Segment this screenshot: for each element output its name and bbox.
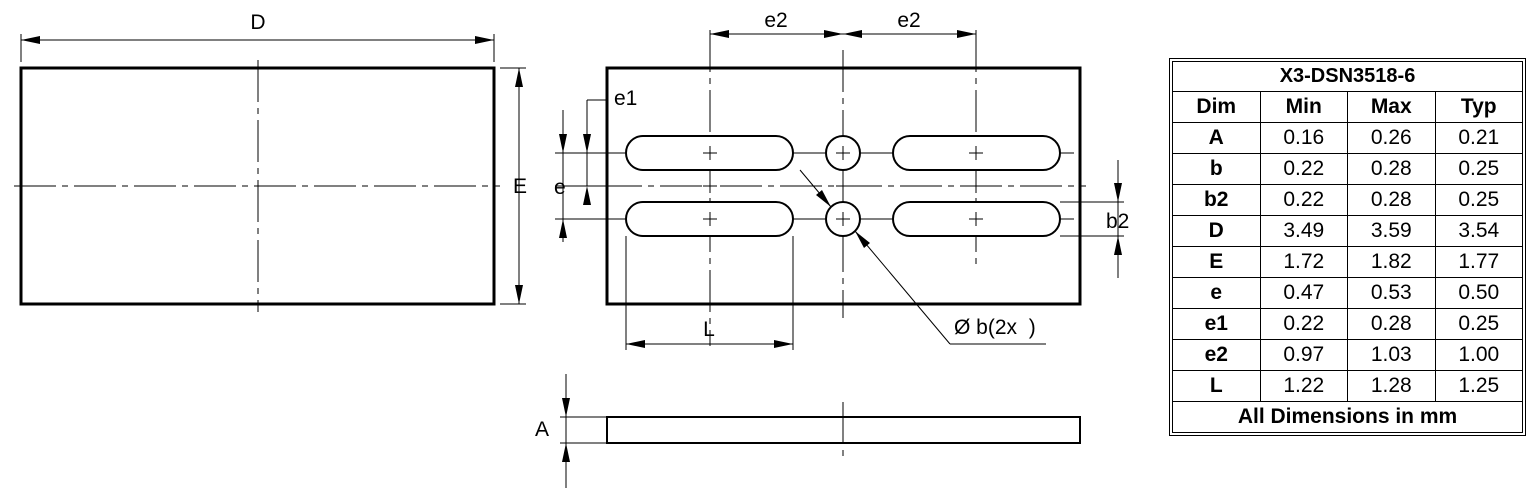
dim-name: e1	[1172, 307, 1261, 340]
dim-min: 0.22	[1259, 152, 1348, 185]
label-L: L	[703, 318, 715, 341]
label-E: E	[513, 175, 527, 198]
dim-min: 3.49	[1259, 214, 1348, 247]
dim-max: 0.28	[1347, 183, 1436, 216]
dim-name: D	[1172, 214, 1261, 247]
table-row: e2 0.97 1.03 1.00	[1172, 338, 1523, 371]
header-min: Min	[1259, 90, 1348, 123]
table-row: b 0.22 0.28 0.25	[1172, 152, 1523, 185]
label-D: D	[250, 11, 265, 34]
table-row: D 3.49 3.59 3.54	[1172, 214, 1523, 247]
dim-min: 0.22	[1259, 307, 1348, 340]
dim-min: 0.22	[1259, 183, 1348, 216]
dim-typ: 0.25	[1434, 307, 1523, 340]
label-A: A	[535, 418, 549, 441]
dim-max: 0.28	[1347, 152, 1436, 185]
dim-typ: 0.50	[1434, 276, 1523, 309]
dim-name: e	[1172, 276, 1261, 309]
dimension-A: A	[535, 374, 607, 488]
dim-name: b	[1172, 152, 1261, 185]
dimensions-grid: X3-DSN3518-6 Dim Min Max Typ A 0.16 0.26…	[1172, 61, 1523, 434]
dim-name: A	[1172, 121, 1261, 154]
dim-max: 1.03	[1347, 338, 1436, 371]
table-row: E 1.72 1.82 1.77	[1172, 245, 1523, 278]
dim-min: 0.97	[1259, 338, 1348, 371]
header-typ: Typ	[1434, 90, 1523, 123]
label-b-callout: Ø b(2x )	[954, 316, 1036, 339]
table-header-row: Dim Min Max Typ	[1172, 90, 1523, 123]
table-row: e1 0.22 0.28 0.25	[1172, 307, 1523, 340]
callout-b: Ø b(2x )	[799, 169, 1046, 345]
dim-max: 3.59	[1347, 214, 1436, 247]
dim-min: 1.22	[1259, 369, 1348, 402]
table-title: X3-DSN3518-6	[1172, 61, 1523, 92]
dimension-e2: e2 e2	[710, 9, 976, 38]
dim-name: e2	[1172, 338, 1261, 371]
table-title-row: X3-DSN3518-6	[1172, 61, 1523, 92]
table-footer: All Dimensions in mm	[1172, 400, 1523, 434]
dim-typ: 3.54	[1434, 214, 1523, 247]
dim-typ: 0.25	[1434, 183, 1523, 216]
dim-max: 0.28	[1347, 307, 1436, 340]
table-row: b2 0.22 0.28 0.25	[1172, 183, 1523, 216]
dim-max: 1.82	[1347, 245, 1436, 278]
label-e2-left: e2	[764, 9, 787, 32]
dim-min: 0.16	[1259, 121, 1348, 154]
dim-typ: 1.00	[1434, 338, 1523, 371]
table-footer-row: All Dimensions in mm	[1172, 400, 1523, 434]
label-e2-right: e2	[897, 9, 920, 32]
pad-center-marks	[703, 146, 983, 226]
dimension-b2: b2	[1060, 160, 1129, 278]
dim-min: 0.47	[1259, 276, 1348, 309]
dimension-L: L	[625, 236, 794, 350]
dim-typ: 0.25	[1434, 152, 1523, 185]
bottom-view: e2 e2 e1 e b2	[554, 9, 1129, 350]
dim-max: 1.28	[1347, 369, 1436, 402]
top-view: D E	[14, 11, 527, 312]
side-view: A	[535, 374, 1081, 488]
dim-typ: 1.77	[1434, 245, 1523, 278]
label-e1: e1	[614, 87, 637, 110]
dim-max: 0.53	[1347, 276, 1436, 309]
dimension-E: E	[500, 67, 527, 305]
label-e: e	[554, 176, 566, 199]
dim-name: b2	[1172, 183, 1261, 216]
dimensions-table: X3-DSN3518-6 Dim Min Max Typ A 0.16 0.26…	[1169, 58, 1526, 436]
dim-typ: 1.25	[1434, 369, 1523, 402]
dimension-e1-e: e1 e	[554, 87, 637, 242]
dim-name: L	[1172, 369, 1261, 402]
table-row: A 0.16 0.26 0.21	[1172, 121, 1523, 154]
header-max: Max	[1347, 90, 1436, 123]
dim-min: 1.72	[1259, 245, 1348, 278]
dim-max: 0.26	[1347, 121, 1436, 154]
table-row: e 0.47 0.53 0.50	[1172, 276, 1523, 309]
dim-name: E	[1172, 245, 1261, 278]
label-b2: b2	[1106, 210, 1129, 233]
header-dim: Dim	[1172, 90, 1261, 123]
dimension-D: D	[20, 11, 495, 62]
dim-typ: 0.21	[1434, 121, 1523, 154]
table-row: L 1.22 1.28 1.25	[1172, 369, 1523, 402]
